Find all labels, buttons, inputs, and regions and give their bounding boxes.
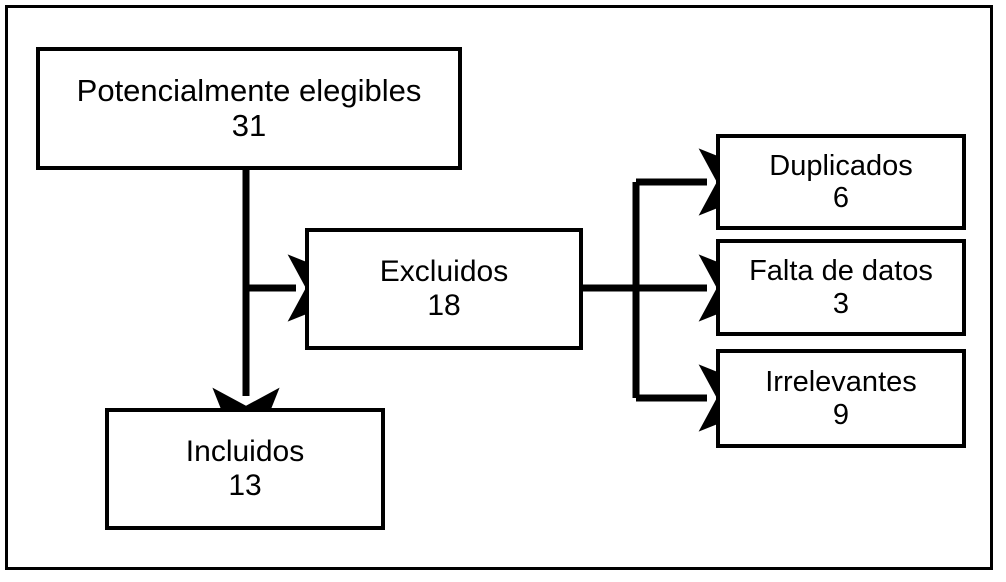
node-missing-data: Falta de datos 3 xyxy=(716,239,966,336)
node-potentially-eligible: Potencialmente elegibles 31 xyxy=(36,47,462,170)
node-label: Duplicados xyxy=(769,149,913,182)
node-count: 18 xyxy=(427,289,461,322)
diagram-frame xyxy=(5,5,993,570)
node-included: Incluidos 13 xyxy=(105,408,385,530)
node-count: 9 xyxy=(832,398,850,431)
node-label: Falta de datos xyxy=(749,255,933,288)
node-label: Excluidos xyxy=(379,255,509,289)
node-count: 6 xyxy=(832,182,850,214)
node-irrelevant: Irrelevantes 9 xyxy=(716,349,966,448)
node-excluded: Excluidos 18 xyxy=(305,228,583,350)
node-label: Potencialmente elegibles xyxy=(76,72,422,108)
node-duplicates: Duplicados 6 xyxy=(716,134,966,230)
node-label: Irrelevantes xyxy=(765,366,917,399)
node-count: 13 xyxy=(228,469,262,502)
node-label: Incluidos xyxy=(185,435,305,469)
node-count: 3 xyxy=(832,287,850,320)
node-count: 31 xyxy=(231,107,267,143)
